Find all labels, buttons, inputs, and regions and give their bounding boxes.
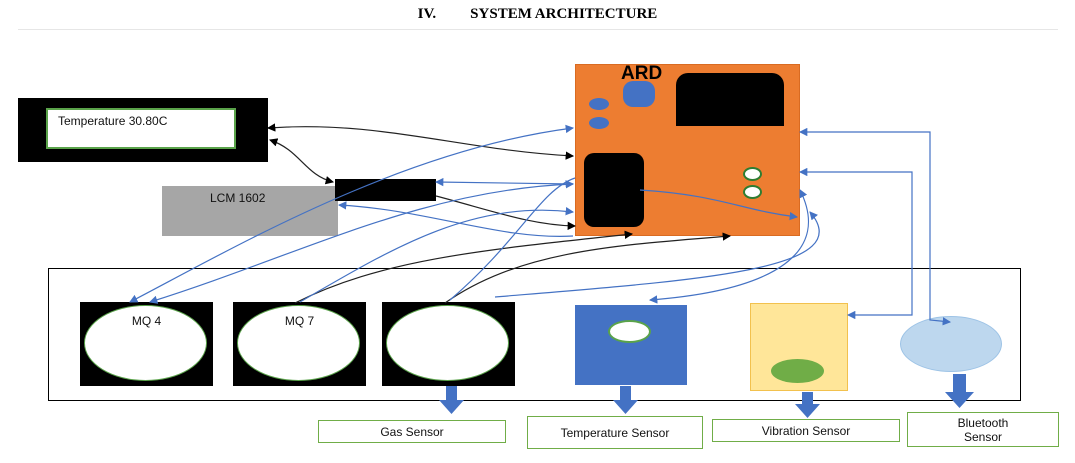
section-title: SYSTEM ARCHITECTURE (470, 6, 658, 22)
mq4-label: MQ 4 (131, 314, 162, 328)
heading-divider (18, 29, 1058, 30)
caption-arrows (439, 374, 974, 418)
wire-mq7-arduino-blue (299, 206, 575, 303)
wire-vibration-arduino (494, 211, 820, 298)
wire-mq4-arduino-mid (148, 180, 575, 304)
arduino-usb-port (676, 73, 784, 126)
mq7-label: MQ 7 (284, 314, 315, 328)
mq4-sensor-body (84, 305, 207, 381)
section-number: IV. (417, 6, 437, 22)
mq7-sensor: MQ 7 (233, 302, 366, 386)
wire-gas-arduino-blue (449, 177, 576, 301)
temperature-sensor-probe (608, 320, 651, 343)
arduino-pin-dot (589, 98, 609, 110)
mq7-sensor-body (237, 305, 360, 381)
arduino-pin-dot (589, 117, 609, 129)
caption-vibration-sensor: Vibration Sensor (712, 419, 900, 442)
down-arrow-temperature (613, 386, 638, 414)
wire-lcm-arduino-blue-2 (434, 177, 574, 187)
down-arrow-bluetooth (945, 374, 974, 408)
temperature-sensor (575, 305, 687, 385)
wire-display-lcm (269, 138, 335, 185)
gas-sensor-third (382, 302, 515, 386)
caption-gas-sensor: Gas Sensor (318, 420, 506, 443)
wire-tempsensor-arduino (648, 189, 810, 304)
caption-bluetooth-sensor: Bluetooth Sensor (907, 412, 1059, 447)
wire-gas-arduino (444, 232, 732, 304)
wire-arduino-loop (639, 189, 799, 221)
arduino-label: ARD (621, 64, 663, 84)
vibration-sensor-element (771, 359, 824, 383)
down-arrow-gas (439, 386, 464, 414)
section-heading: IV. SYSTEM ARCHITECTURE (0, 6, 1075, 23)
down-arrow-vibration (795, 392, 820, 418)
arduino-microcontroller (584, 153, 644, 227)
gas-sensor-body (386, 305, 509, 381)
caption-temperature-sensor: Temperature Sensor (527, 416, 703, 449)
wire-mq7-arduino (294, 230, 634, 304)
wire-lcm-arduino-blue (337, 201, 574, 237)
wire-vibration-feed (798, 167, 913, 320)
arduino-reset-button (623, 81, 655, 107)
arduino-led (743, 167, 762, 181)
wire-display-arduino (266, 123, 575, 160)
wire-bluetooth-arduino (798, 127, 952, 326)
temperature-reading: Temperature 30.80C (58, 114, 168, 128)
mq4-sensor: MQ 4 (80, 302, 213, 386)
